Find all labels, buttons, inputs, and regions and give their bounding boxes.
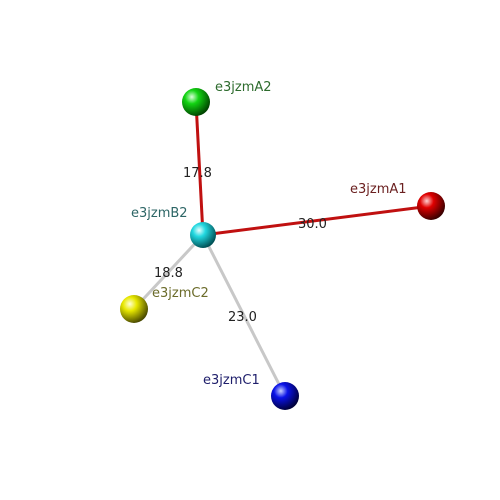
edges — [132, 100, 433, 398]
edge-b2-a2-label: 17.8 — [183, 166, 212, 181]
node-b2-label: e3jzmB2 — [131, 206, 188, 221]
node-a1-sphere[interactable] — [417, 192, 445, 220]
node-b2-sphere[interactable] — [190, 222, 216, 248]
node-c2-sphere[interactable] — [120, 295, 148, 323]
node-a2-label: e3jzmA2 — [215, 80, 272, 95]
node-c1-sphere[interactable] — [271, 382, 299, 410]
node-c1-label: e3jzmC1 — [203, 373, 260, 388]
edge-b2-a2 — [194, 100, 205, 237]
node-labels: e3jzmA2 e3jzmA1 e3jzmB2 e3jzmC2 e3jzmC1 — [131, 80, 407, 388]
edge-b2-c2-label: 18.8 — [154, 266, 183, 281]
edge-b2-c2 — [132, 233, 205, 311]
node-c2-label: e3jzmC2 — [152, 286, 209, 301]
nodes — [120, 88, 445, 410]
edge-b2-a1 — [201, 204, 433, 237]
edge-labels: 17.8 30.0 18.8 23.0 — [154, 166, 327, 325]
node-a1-label: e3jzmA1 — [350, 182, 407, 197]
edge-b2-c1 — [201, 233, 287, 398]
edge-b2-a1-label: 30.0 — [298, 217, 327, 232]
edge-b2-c1-label: 23.0 — [228, 310, 257, 325]
node-a2-sphere[interactable] — [182, 88, 210, 116]
